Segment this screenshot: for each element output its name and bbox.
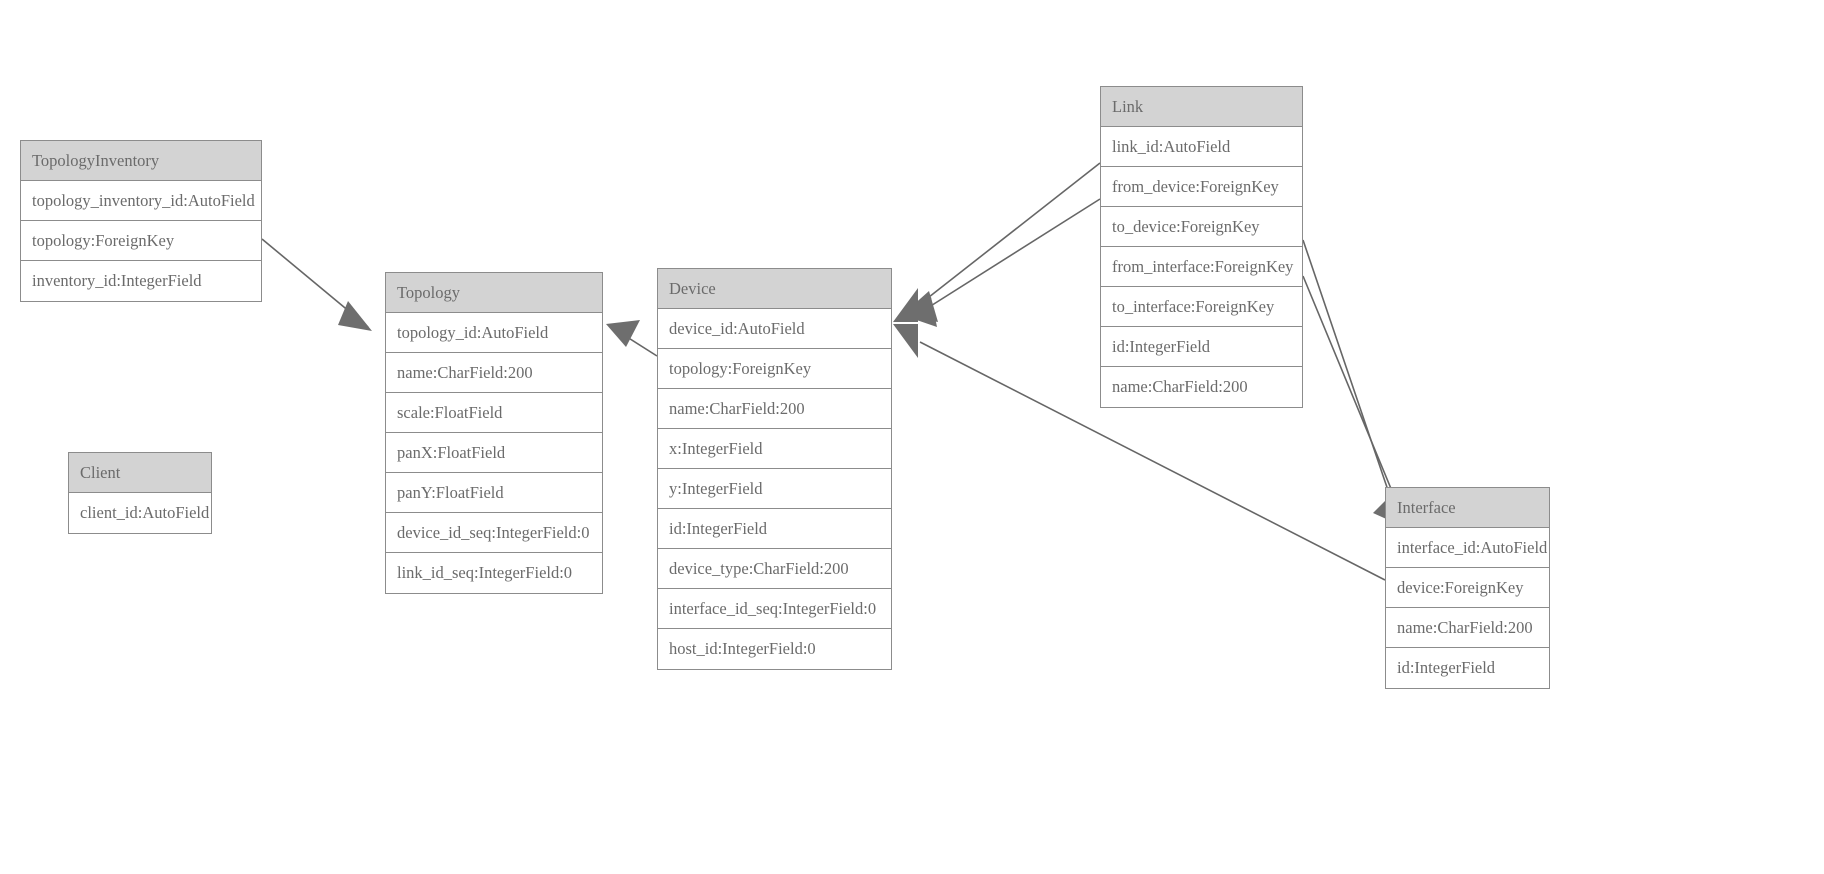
relationship-link-from-interface: [1302, 239, 1394, 506]
field-row[interactable]: topology:ForeignKey: [21, 221, 261, 261]
entity-fields-interface: interface_id:AutoField device:ForeignKey…: [1386, 528, 1549, 688]
field-row[interactable]: link_id:AutoField: [1101, 127, 1302, 167]
entity-title-link: Link: [1101, 87, 1302, 127]
field-row[interactable]: client_id:AutoField: [80, 503, 210, 522]
entity-title-topology-inventory: TopologyInventory: [21, 141, 261, 181]
field-row[interactable]: name:CharField:200: [1112, 377, 1248, 396]
entity-fields-device: device_id:AutoField topology:ForeignKey …: [658, 309, 891, 669]
field-row[interactable]: from_device:ForeignKey: [1101, 167, 1302, 207]
relationship-device-topology: [606, 320, 658, 357]
field-row[interactable]: interface_id_seq:IntegerField:0: [658, 589, 891, 629]
entity-link[interactable]: Link link_id:AutoField from_device:Forei…: [1100, 86, 1303, 408]
field-row[interactable]: y:IntegerField: [658, 469, 891, 509]
relationship-link-from-device: [902, 162, 1101, 322]
entity-client[interactable]: Client client_id:AutoField: [68, 452, 212, 534]
field-row[interactable]: device_id:AutoField: [658, 309, 891, 349]
field-row[interactable]: link_id_seq:IntegerField:0: [397, 563, 573, 582]
entity-fields-topology-inventory: topology_inventory_id:AutoField topology…: [21, 181, 261, 301]
entity-title-interface: Interface: [1386, 488, 1549, 528]
entity-interface[interactable]: Interface interface_id:AutoField device:…: [1385, 487, 1550, 689]
entity-fields-topology: topology_id:AutoField name:CharField:200…: [386, 313, 602, 593]
field-row[interactable]: host_id:IntegerField:0: [669, 639, 816, 658]
entity-topology[interactable]: Topology topology_id:AutoField name:Char…: [385, 272, 603, 594]
arrowhead-device-upper: [893, 288, 918, 322]
field-row[interactable]: scale:FloatField: [386, 393, 602, 433]
entity-topology-inventory[interactable]: TopologyInventory topology_inventory_id:…: [20, 140, 262, 302]
field-row[interactable]: name:CharField:200: [386, 353, 602, 393]
field-row[interactable]: interface_id:AutoField: [1386, 528, 1549, 568]
entity-title-topology: Topology: [386, 273, 602, 313]
field-row[interactable]: device:ForeignKey: [1386, 568, 1549, 608]
relationship-link-to-device: [902, 198, 1101, 327]
field-row[interactable]: id:IntegerField: [658, 509, 891, 549]
field-row[interactable]: topology_inventory_id:AutoField: [21, 181, 261, 221]
field-row[interactable]: device_id_seq:IntegerField:0: [386, 513, 602, 553]
field-row[interactable]: id:IntegerField: [1397, 658, 1496, 677]
field-row[interactable]: name:CharField:200: [658, 389, 891, 429]
field-row[interactable]: inventory_id:IntegerField: [32, 271, 202, 290]
field-row[interactable]: x:IntegerField: [658, 429, 891, 469]
field-row[interactable]: name:CharField:200: [1386, 608, 1549, 648]
field-row[interactable]: from_interface:ForeignKey: [1101, 247, 1302, 287]
field-row[interactable]: to_interface:ForeignKey: [1101, 287, 1302, 327]
field-row[interactable]: topology_id:AutoField: [386, 313, 602, 353]
field-row[interactable]: to_device:ForeignKey: [1101, 207, 1302, 247]
field-row[interactable]: id:IntegerField: [1101, 327, 1302, 367]
entity-device[interactable]: Device device_id:AutoField topology:Fore…: [657, 268, 892, 670]
entity-fields-link: link_id:AutoField from_device:ForeignKey…: [1101, 127, 1302, 407]
entity-title-device: Device: [658, 269, 891, 309]
field-row[interactable]: panX:FloatField: [386, 433, 602, 473]
entity-title-client: Client: [69, 453, 211, 493]
entity-fields-client: client_id:AutoField: [69, 493, 211, 533]
field-row[interactable]: panY:FloatField: [386, 473, 602, 513]
field-row[interactable]: topology:ForeignKey: [658, 349, 891, 389]
field-row[interactable]: device_type:CharField:200: [658, 549, 891, 589]
relationship-topologyinventory-topology: [261, 238, 372, 331]
